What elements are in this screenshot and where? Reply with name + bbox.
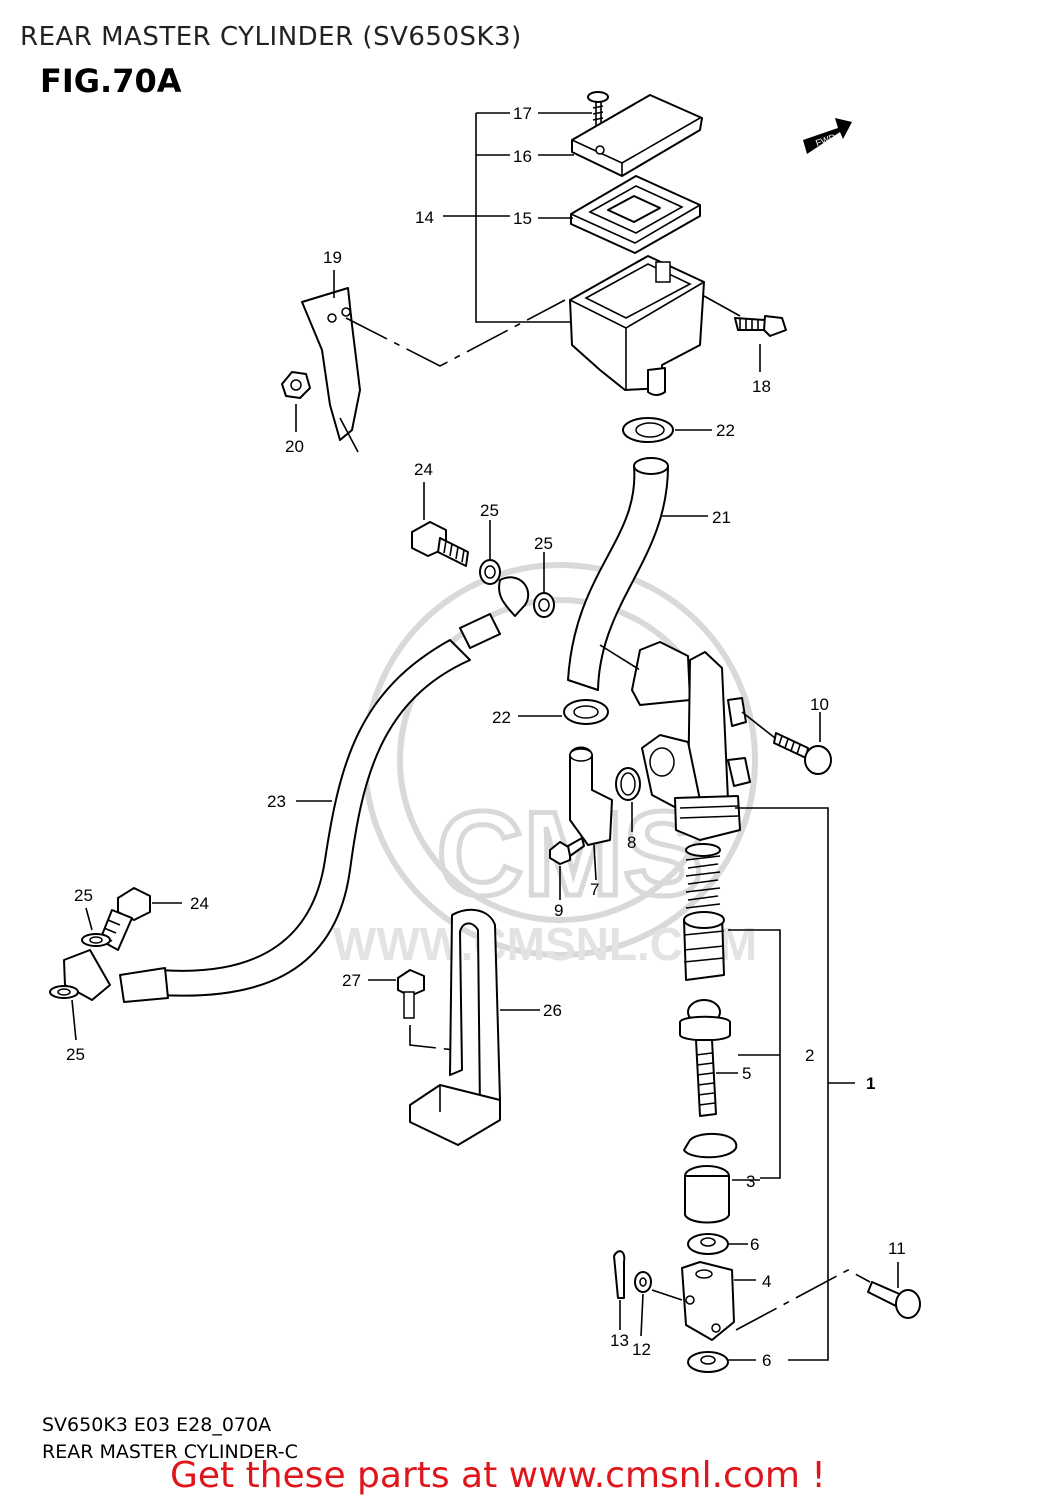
callout-19: 19 xyxy=(323,248,342,267)
clevis-pin xyxy=(867,1281,921,1319)
callout-2: 2 xyxy=(805,1046,814,1065)
lock-nut-lower xyxy=(687,1351,729,1373)
callout-16: 16 xyxy=(513,147,532,166)
callout-1: 1 xyxy=(866,1074,875,1093)
callout-11: 11 xyxy=(888,1239,906,1258)
figure-label: FIG.70A xyxy=(40,62,182,100)
callout-24b: 24 xyxy=(190,894,209,913)
page-title: REAR MASTER CYLINDER (SV650SK3) xyxy=(20,22,522,52)
callout-26: 26 xyxy=(543,1001,562,1020)
dust-boot xyxy=(684,1165,730,1224)
sealing-washer-upper-b xyxy=(533,592,555,618)
callout-24a: 24 xyxy=(414,460,433,479)
reservoir-bracket xyxy=(301,287,361,453)
reservoir-bolt xyxy=(734,315,787,337)
callout-6b: 6 xyxy=(762,1351,771,1370)
promo-link[interactable]: Get these parts at www.cmsnl.com ! xyxy=(170,1455,826,1496)
o-ring xyxy=(615,767,641,801)
callout-18: 18 xyxy=(752,377,771,396)
callout-25d: 25 xyxy=(66,1045,85,1064)
sealing-washer-lower-a xyxy=(81,933,111,947)
callout-13: 13 xyxy=(610,1331,629,1350)
callout-25c: 25 xyxy=(74,886,93,905)
master-cylinder-body xyxy=(631,641,751,841)
hose-guide-bolt xyxy=(397,969,425,1019)
push-rod xyxy=(679,999,731,1117)
callout-7: 7 xyxy=(590,880,599,899)
lock-nut-upper xyxy=(687,1233,729,1255)
reservoir-cap xyxy=(571,94,703,177)
reservoir-diaphragm xyxy=(570,175,701,254)
bracket-nut xyxy=(281,371,311,399)
callout-14: 14 xyxy=(415,208,434,227)
callout-21: 21 xyxy=(712,508,731,527)
reservoir-cap-screw xyxy=(587,91,609,128)
callout-23: 23 xyxy=(267,792,286,811)
reservoir-hose xyxy=(567,457,669,691)
callout-17: 17 xyxy=(513,104,532,123)
sealing-washer-lower-b xyxy=(49,985,79,999)
reservoir-body xyxy=(569,255,705,396)
callout-5: 5 xyxy=(742,1064,751,1083)
model-code: SV650K3 E03 E28_070A xyxy=(42,1414,272,1436)
inlet-fitting xyxy=(569,746,613,846)
fwd-label: FWD xyxy=(814,132,837,149)
fwd-arrow-icon: FWD xyxy=(803,118,852,154)
piston-spring xyxy=(685,843,721,909)
callout-3: 3 xyxy=(746,1172,755,1191)
callout-10: 10 xyxy=(810,695,829,714)
callout-22a: 22 xyxy=(716,421,735,440)
banjo-bolt-upper xyxy=(411,521,469,567)
cotter-pin xyxy=(613,1250,626,1299)
callout-25b: 25 xyxy=(534,534,553,553)
callout-27: 27 xyxy=(342,971,361,990)
sealing-washer-upper-a xyxy=(479,559,501,585)
callout-22b: 22 xyxy=(492,708,511,727)
hose-guide xyxy=(409,908,501,1146)
hose-clamp-upper xyxy=(622,417,674,443)
fitting-screw xyxy=(549,837,585,865)
callout-9: 9 xyxy=(554,901,563,920)
clevis xyxy=(681,1261,735,1341)
callout-25a: 25 xyxy=(480,501,499,520)
mount-bolt xyxy=(773,732,832,775)
callout-20: 20 xyxy=(285,437,304,456)
diagram-name: REAR MASTER CYLINDER-C xyxy=(42,1441,298,1463)
callout-4: 4 xyxy=(762,1272,771,1291)
pin-washer xyxy=(634,1271,652,1293)
callout-15: 15 xyxy=(513,209,532,228)
piston-assembly xyxy=(683,911,725,981)
callout-8: 8 xyxy=(627,833,636,852)
circlip xyxy=(683,1132,738,1159)
hose-clamp-lower xyxy=(563,699,609,725)
callout-12: 12 xyxy=(632,1340,651,1359)
callout-6a: 6 xyxy=(750,1235,759,1254)
